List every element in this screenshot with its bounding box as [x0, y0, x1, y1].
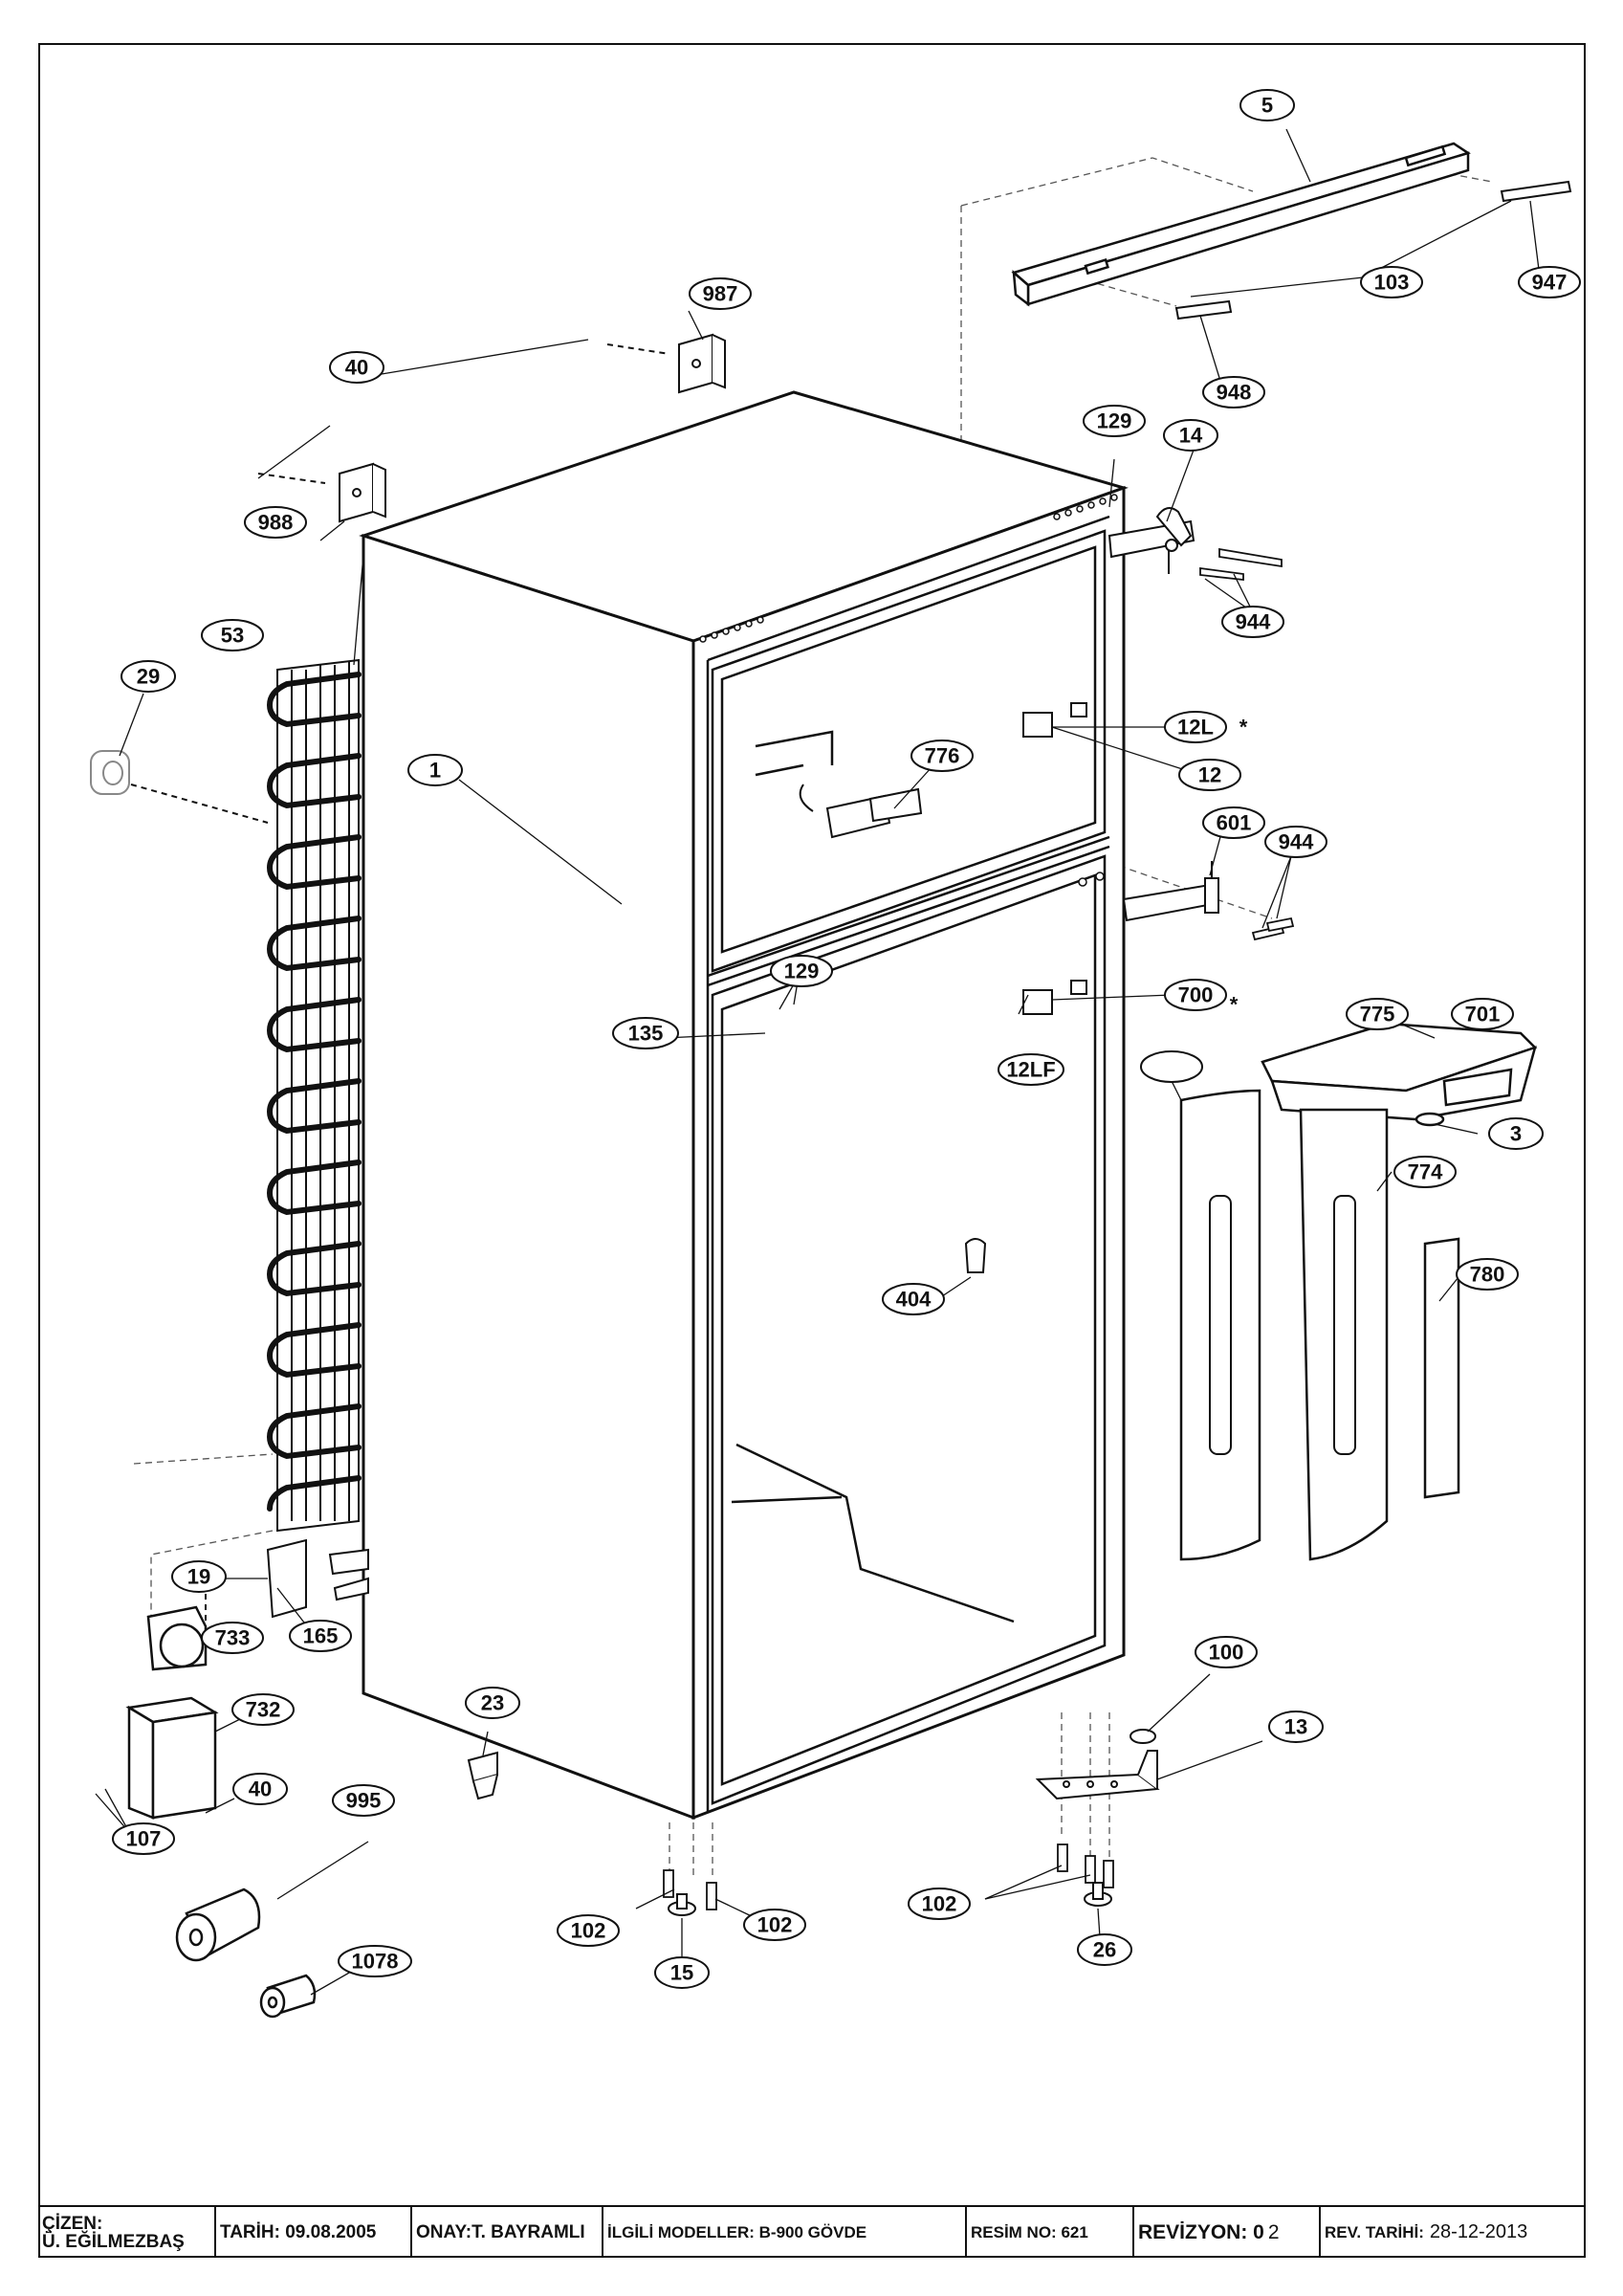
callout-13: 13 [1284, 1715, 1307, 1739]
callout-100: 100 [1209, 1641, 1244, 1665]
callout-988: 988 [258, 511, 294, 535]
callout-987: 987 [703, 282, 738, 306]
models-cell: İLGİLİ MODELLER: B-900 GÖVDE [603, 2207, 967, 2258]
asterisk-700: * [1230, 993, 1239, 1017]
top-hinge [1108, 507, 1195, 574]
condenser-coil [266, 658, 362, 1533]
drawing-number-cell: RESİM NO: 621 [967, 2207, 1134, 2258]
screws [663, 547, 1295, 1910]
thermostat [799, 784, 923, 839]
callout-775: 775 [1360, 1003, 1395, 1027]
title-block: ÇİZEN: Ü. EĞİLMEZBAŞ TARİH: 09.08.2005 O… [38, 2205, 1586, 2258]
callout-26: 26 [1093, 1938, 1116, 1962]
callout-40-top: 40 [345, 356, 368, 380]
revision-date-label: REV. TARİHİ: [1325, 2222, 1424, 2241]
callout-107: 107 [126, 1827, 162, 1851]
callout-3: 3 [1510, 1122, 1522, 1146]
callout-601: 601 [1217, 811, 1252, 835]
revision-cell: REVİZYON: 0 2 [1134, 2207, 1321, 2258]
asterisk-12l: * [1239, 716, 1248, 740]
callout-12l: 12L [1177, 716, 1214, 740]
callout-12lf: 12LF [1006, 1058, 1055, 1082]
switches [1022, 702, 1087, 1015]
callout-700: 700 [1178, 983, 1214, 1007]
callout-165: 165 [303, 1624, 339, 1648]
callout-944-top: 944 [1236, 610, 1271, 634]
grommet [90, 750, 130, 795]
drawn-by-label: ÇİZEN: [42, 2213, 103, 2234]
approval-cell: ONAY:T. BAYRAMLI [412, 2207, 603, 2258]
callout-135: 135 [628, 1022, 664, 1046]
drawn-by-cell: ÇİZEN: Ü. EĞİLMEZBAŞ [38, 2207, 216, 2258]
clips [1174, 180, 1572, 320]
middle-hinge [1122, 861, 1219, 922]
callout-bubbles [112, 89, 1581, 1989]
revision-date-value: 28-12-2013 [1429, 2221, 1528, 2242]
relay-box [125, 1605, 219, 1820]
callout-12: 12 [1198, 763, 1221, 787]
callout-947: 947 [1532, 271, 1568, 295]
callout-103: 103 [1374, 271, 1410, 295]
callout-29: 29 [137, 665, 160, 689]
leader-lines [95, 128, 1541, 1996]
callout-23: 23 [481, 1691, 504, 1715]
callout-776: 776 [925, 744, 960, 768]
callout-780: 780 [1470, 1263, 1505, 1287]
callout-733: 733 [215, 1626, 251, 1650]
callout-1: 1 [429, 759, 441, 783]
drawn-by-name: Ü. EĞİLMEZBAŞ [42, 2231, 185, 2252]
callout-1078: 1078 [352, 1950, 399, 1974]
cabinet-body [359, 390, 1129, 1821]
callout-40-bottom: 40 [249, 1777, 272, 1801]
callout-15: 15 [670, 1961, 693, 1985]
callout-944-mid: 944 [1279, 830, 1314, 854]
callout-labels: 1 5 103 947 948 129 14 944 12L 12 776 60… [126, 94, 1568, 1985]
callout-102-mid: 102 [757, 1913, 793, 1937]
defrost-parts [266, 1538, 369, 1619]
bottom-hinge [1035, 1750, 1160, 1800]
light-housing [1179, 1022, 1538, 1561]
drawing-frame [38, 43, 1586, 2258]
mounting-holes [699, 494, 1118, 887]
feet [668, 1729, 1156, 1916]
callout-129-mid: 129 [784, 960, 820, 983]
revision-number: 2 [1267, 2220, 1280, 2243]
cover-slots [1209, 1195, 1356, 1455]
date-cell: TARİH: 09.08.2005 [216, 2207, 412, 2258]
callout-14: 14 [1179, 424, 1203, 448]
callout-102-left: 102 [571, 1919, 606, 1943]
cabinet-openings [706, 515, 1110, 1813]
callout-404: 404 [896, 1288, 932, 1312]
callout-19: 19 [187, 1565, 210, 1589]
callout-732: 732 [246, 1698, 281, 1722]
callout-701: 701 [1465, 1003, 1501, 1027]
lamp [964, 1238, 987, 1273]
top-rail [1011, 142, 1471, 307]
callout-129-top: 129 [1097, 409, 1132, 433]
callout-5: 5 [1261, 94, 1273, 118]
tape-rolls [175, 1888, 317, 2019]
callout-102-right: 102 [922, 1892, 957, 1916]
callout-948: 948 [1217, 381, 1252, 405]
callout-774: 774 [1408, 1160, 1443, 1184]
revision-date-cell: REV. TARİHİ: 28-12-2013 [1321, 2207, 1586, 2258]
bumper [467, 1751, 498, 1800]
revision-label: REVİZYON: 0 [1138, 2220, 1264, 2243]
callout-53: 53 [221, 624, 244, 648]
brackets-top [339, 333, 726, 523]
callout-995: 995 [346, 1789, 382, 1813]
